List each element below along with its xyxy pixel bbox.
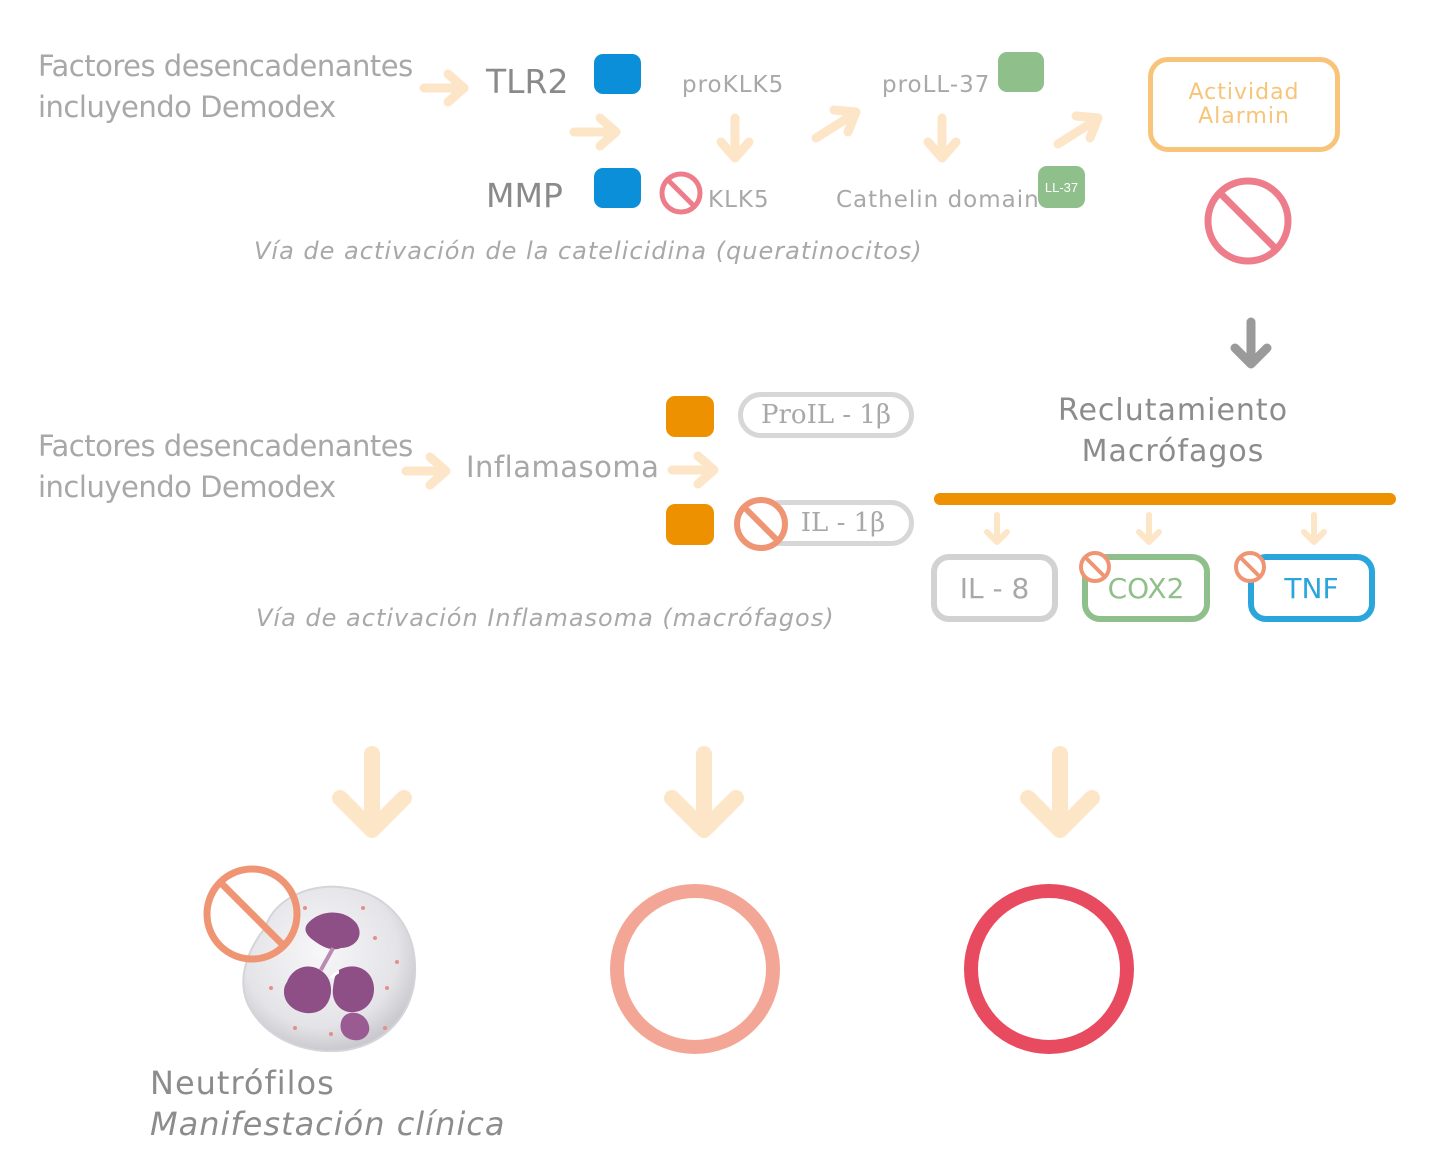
proll37-label: proLL-37 xyxy=(882,72,991,98)
block-icon xyxy=(1204,177,1292,265)
block-icon xyxy=(203,865,301,963)
alarmin-line2: Alarmin xyxy=(1198,103,1290,129)
ll37-badge-label: LL-37 xyxy=(1044,179,1079,195)
cathelin-domain-label: Cathelin domain xyxy=(836,187,1040,213)
inflammasome-triggers-line2: incluyendo Demodex xyxy=(38,470,336,504)
block-icon xyxy=(734,497,788,551)
dark-ring xyxy=(964,884,1134,1054)
il8-label: IL - 8 xyxy=(959,571,1030,605)
il1b-label: IL - 1β xyxy=(800,508,886,538)
cathelicidin-triggers: Factores desencadenantes incluyendo Demo… xyxy=(38,46,413,128)
il1b-orange-block xyxy=(666,504,714,545)
mmp-blue-block xyxy=(594,168,641,208)
ll37-badge: LL-37 xyxy=(1038,166,1085,208)
tnf-box: TNF xyxy=(1248,554,1375,622)
clinical-manifestation-label: Manifestación clínica xyxy=(150,1105,506,1143)
proil1b-orange-block xyxy=(666,396,714,437)
alarmin-activity-box: Actividad Alarmin xyxy=(1148,57,1340,152)
block-icon xyxy=(659,171,703,215)
inflammasome-triggers-line1: Factores desencadenantes xyxy=(38,429,413,463)
alarmin-line1: Actividad xyxy=(1188,79,1300,105)
arrow-down-icon xyxy=(664,746,744,838)
arrow-down-icon xyxy=(1136,512,1162,545)
arrow-down-icon xyxy=(1230,317,1272,369)
inflamasoma-label: Inflamasoma xyxy=(466,450,660,484)
proil1b-label: ProIL - 1β xyxy=(761,400,891,430)
il8-box: IL - 8 xyxy=(931,554,1058,622)
arrow-down-icon xyxy=(1301,512,1327,545)
arrow-down-icon xyxy=(332,746,412,838)
cathelicidin-caption: Vía de activación de la catelicidina (qu… xyxy=(254,237,923,265)
mmp-label: MMP xyxy=(486,176,563,215)
arrow-right-icon xyxy=(569,113,621,151)
proil1b-box: ProIL - 1β xyxy=(738,392,914,438)
arrow-down-icon xyxy=(923,113,961,163)
inflammasome-caption: Vía de activación Inflamasoma (macrófago… xyxy=(256,604,835,632)
klk5-label: KLK5 xyxy=(708,187,770,213)
proklk5-label: proKLK5 xyxy=(682,72,785,98)
light-ring xyxy=(610,884,780,1054)
arrow-down-icon xyxy=(1020,746,1100,838)
cathelicidin-triggers-line2: incluyendo Demodex xyxy=(38,90,336,124)
cox2-box: COX2 xyxy=(1082,554,1210,622)
macrophage-line2: Macrófagos xyxy=(1081,434,1265,469)
tlr2-blue-block xyxy=(594,54,641,94)
proll37-green-block xyxy=(998,52,1044,92)
arrow-right-icon xyxy=(419,69,469,107)
cox2-label: COX2 xyxy=(1107,571,1185,605)
block-icon xyxy=(1079,551,1111,583)
arrow-down-icon xyxy=(984,512,1010,545)
macrophage-bar xyxy=(934,493,1396,505)
macrophage-line1: Reclutamiento xyxy=(1057,393,1289,428)
neutrophil-illustration xyxy=(242,885,417,1053)
tlr2-label: TLR2 xyxy=(486,62,569,101)
cathelicidin-triggers-line1: Factores desencadenantes xyxy=(38,49,413,83)
arrow-right-icon xyxy=(667,451,719,489)
arrow-up-right-icon xyxy=(1053,111,1103,149)
inflammasome-triggers: Factores desencadenantes incluyendo Demo… xyxy=(38,426,413,508)
arrow-down-icon xyxy=(716,113,754,163)
arrow-right-icon xyxy=(401,452,451,490)
arrow-up-right-icon xyxy=(811,105,861,143)
neutrophils-label: Neutrófilos xyxy=(150,1064,335,1102)
block-icon xyxy=(1234,551,1266,583)
tnf-label: TNF xyxy=(1284,571,1339,605)
macrophage-recruitment: Reclutamiento Macrófagos xyxy=(1040,390,1306,472)
